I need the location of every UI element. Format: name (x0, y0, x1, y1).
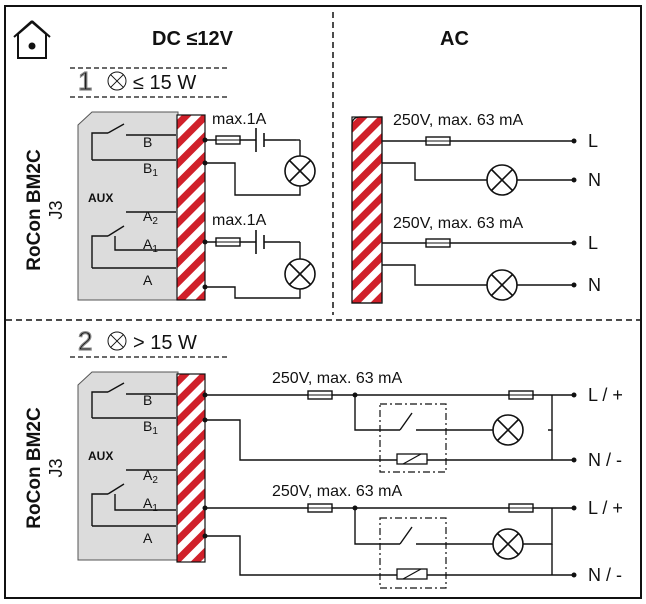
lamp-icon (107, 71, 127, 91)
ac-module-body (351, 116, 383, 304)
section-1-lamp-power: ≤ 15 W (133, 72, 196, 94)
connector-label-1: J3 (46, 200, 66, 219)
section-1: 1 ≤ 15 W RoCon BM2C J3 AUX B B1 A2 A1 A (24, 65, 601, 304)
dc-title: DC ≤12V (152, 28, 234, 50)
module-name-2: RoCon BM2C (24, 407, 45, 529)
output-n-bottom-2: N / - (588, 565, 622, 585)
lamp-icon (284, 155, 316, 187)
dc-fuse-label-top: max.1A (212, 111, 267, 128)
ac-output-n-bottom: N (588, 275, 601, 295)
ac-fuse-label-bottom: 250V, max. 63 mA (393, 215, 523, 232)
terminal-strip-1 (176, 114, 206, 301)
fuse-icon (215, 237, 241, 247)
relay-icon (379, 403, 447, 473)
lamp-icon (107, 331, 127, 351)
ac-fuse-label-top: 250V, max. 63 mA (393, 112, 523, 129)
lamp-icon (492, 414, 524, 446)
lamp-icon (284, 258, 316, 290)
terminal-a-2: A (143, 530, 153, 546)
ac-title: AC (440, 28, 469, 50)
ac-output-l-bottom: L (588, 233, 598, 253)
fuse-icon (307, 503, 333, 513)
battery-icon (255, 128, 265, 152)
ac-terminal-strip (351, 116, 383, 304)
relay-contact-lower-2 (91, 469, 176, 527)
output-l-top-2: L / + (588, 385, 623, 405)
fuse-icon (307, 390, 333, 400)
relay-contact-lower-1 (91, 211, 176, 269)
relay-contact-upper-1 (91, 123, 176, 161)
connector-label-2: J3 (46, 458, 66, 477)
section-2-number: 2 (78, 326, 92, 356)
fuse-label-bottom-2: 250V, max. 63 mA (272, 483, 402, 500)
outer-frame (4, 5, 642, 599)
output-l-bottom-2: L / + (588, 498, 623, 518)
aux-label-1: AUX (88, 191, 113, 205)
fuse-icon (215, 135, 241, 145)
ac-circuit-top (382, 140, 574, 181)
module-name-1: RoCon BM2C (24, 149, 45, 271)
fuse-icon (425, 238, 451, 248)
terminal-strip-2 (176, 373, 206, 563)
terminal-a-1: A (143, 272, 153, 288)
fuse-label-top-2: 250V, max. 63 mA (272, 370, 402, 387)
terminal-b-1: B (143, 134, 152, 150)
fuse-icon (425, 136, 451, 146)
relay-contact-upper-2 (91, 382, 176, 419)
ac-circuit-bottom (382, 242, 574, 286)
aux-label-2: AUX (88, 449, 113, 463)
fuse-icon (508, 503, 534, 513)
terminal-b-2: B (143, 392, 152, 408)
ac-output-n-top: N (588, 170, 601, 190)
battery-icon (255, 230, 265, 254)
relay-icon (379, 517, 447, 589)
module-body-1 (77, 111, 179, 301)
fuse-icon (508, 390, 534, 400)
lamp-icon (486, 164, 518, 196)
house-icon (13, 20, 51, 59)
section-1-number: 1 (78, 66, 92, 96)
lamp-icon (486, 269, 518, 301)
section-2-lamp-power: > 15 W (133, 332, 197, 354)
ac-output-l-top: L (588, 131, 598, 151)
output-n-top-2: N / - (588, 450, 622, 470)
module-body-2 (77, 371, 179, 561)
lamp-icon (492, 528, 524, 560)
section-2: 2 > 15 W RoCon BM2C J3 AUX B B1 A2 A1 A (24, 325, 623, 589)
dc-fuse-label-bottom: max.1A (212, 212, 267, 229)
